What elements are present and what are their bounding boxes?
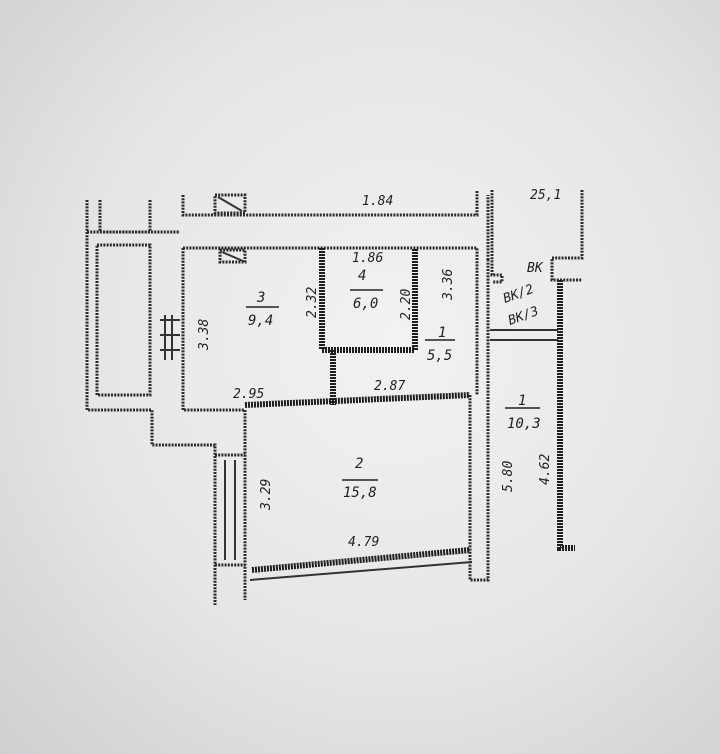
dimension-label: 2.32 xyxy=(305,287,320,318)
room-label-4: 4 6,0 xyxy=(350,268,383,312)
dimension-label: 5.80 xyxy=(501,461,516,492)
shaft-label: ВК/2 xyxy=(501,282,536,307)
room-area: 9,4 xyxy=(248,313,273,329)
dimension-label: 2.87 xyxy=(374,379,405,394)
room-label-1: 1 5,5 xyxy=(425,325,455,364)
dimension-label: 3.38 xyxy=(197,319,212,351)
walls xyxy=(85,190,584,605)
dimension-label: 2.95 xyxy=(233,387,264,402)
room-number: 3 xyxy=(256,290,265,306)
dimension-label: 4.79 xyxy=(348,535,379,550)
shaft-label: ВК xyxy=(527,261,544,276)
room-label-3: 3 9,4 xyxy=(246,290,279,329)
room-number: 4 xyxy=(358,268,366,284)
dimension-label: 3.36 xyxy=(441,269,456,301)
neighbor-area-label: 25,1 xyxy=(530,188,561,203)
room-number: 2 xyxy=(355,456,363,472)
room-area: 15,8 xyxy=(343,485,377,501)
dimension-label: 2.20 xyxy=(399,289,414,320)
dimension-label: 4.62 xyxy=(538,454,553,485)
room-label-2: 2 15,8 xyxy=(342,456,378,501)
room-label-1b: 1 10,3 xyxy=(505,393,541,432)
room-area: 6,0 xyxy=(353,296,378,312)
room-number: 1 xyxy=(518,393,526,409)
shaft-label: ВК/3 xyxy=(506,304,541,329)
dimension-label: 1.84 xyxy=(362,194,393,209)
room-area: 10,3 xyxy=(507,416,541,432)
dimension-label: 1.86 xyxy=(352,251,383,266)
room-number: 1 xyxy=(438,325,446,341)
room-area: 5,5 xyxy=(427,348,452,364)
dimension-label: 3.29 xyxy=(259,479,274,511)
